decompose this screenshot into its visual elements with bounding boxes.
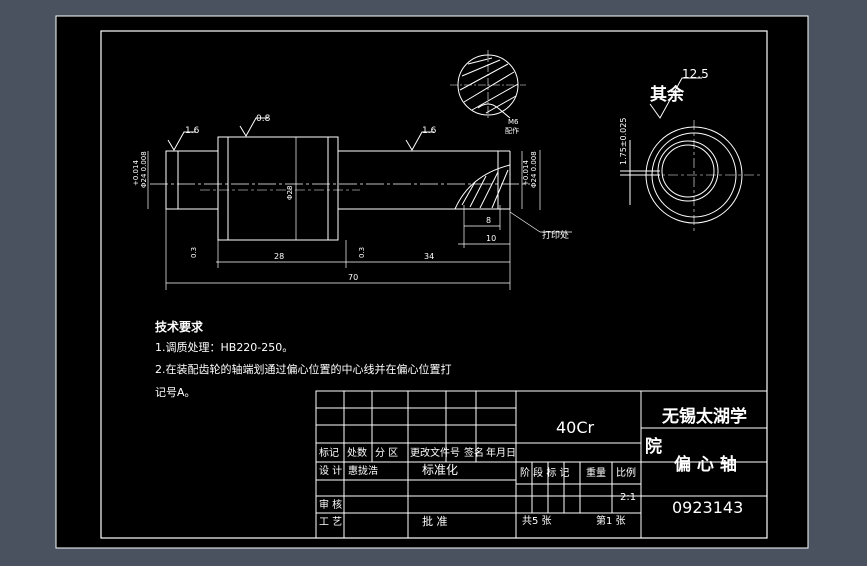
sheet-outer-border (55, 15, 809, 549)
scale-label: 比例 (616, 466, 636, 479)
dia-left-tol-a: +0.014 (132, 160, 140, 186)
dimension-lines (147, 137, 572, 290)
dim-10: 10 (486, 234, 496, 243)
roughness-2: 0.8 (256, 114, 271, 124)
dim-28: 28 (274, 252, 284, 261)
design-label: 设 计 (319, 464, 342, 477)
tech-req-title: 技术要求 (155, 319, 204, 334)
hit-seal-label: 打印处 (542, 229, 569, 241)
check-label: 审 核 (319, 498, 342, 511)
designer-name: 惠拢浩 (348, 464, 378, 477)
header-mark: 标记 (319, 447, 339, 459)
shaft-front-view (150, 136, 530, 241)
other-roughness-value: 12.5 (682, 67, 709, 81)
roughness-symbols (167, 77, 702, 151)
school-line-1: 无锡太湖学 (661, 406, 747, 427)
part-name: 偏 心 轴 (674, 454, 737, 475)
header-zone: 分 区 (375, 447, 398, 459)
stage-label: 阶 段 标 记 (520, 466, 570, 479)
sheet-number: 第1 张 (596, 514, 626, 527)
drawing-number: 0923143 (672, 498, 743, 517)
dia-right-tol-a: +0.014 (522, 160, 530, 186)
dim-8: 8 (486, 216, 491, 225)
header-count: 处数 (347, 446, 367, 459)
roughness-3: 1.6 (422, 126, 437, 136)
standard-label: 标准化 (422, 463, 458, 477)
weight-label: 重量 (586, 466, 606, 479)
title-block-grid (315, 390, 768, 539)
tech-req-line-3: 记号A。 (155, 386, 196, 399)
chamfer-left: 0.3 (190, 247, 198, 258)
tech-req-line-1: 1.调质处理：HB220-250。 (155, 341, 293, 354)
other-roughness-label: 其余 (650, 84, 685, 105)
chamfer-right: 0.3 (358, 247, 366, 258)
school-line-2: 院 (645, 436, 662, 457)
header-date: 年月日 (486, 446, 516, 459)
material: 40Cr (556, 418, 595, 437)
header-signature: 签名 (464, 446, 484, 459)
tech-req-line-2: 2.在装配齿轮的轴端划通过偏心位置的中心线并在偏心位置打 (155, 362, 452, 376)
process-label: 工 艺 (319, 516, 342, 528)
dia-center: Φ28 (286, 186, 294, 200)
dim-34: 34 (424, 252, 434, 261)
end-view (620, 120, 760, 232)
dia-left-tol-b: Φ24 0.008 (140, 151, 148, 188)
sheets-total: 共5 张 (522, 515, 552, 527)
roughness-1: 1.6 (185, 126, 200, 136)
header-change-doc: 更改文件号 (410, 446, 460, 459)
section-view (450, 50, 526, 120)
dia-right-tol-b: Φ24 0.008 (530, 151, 538, 188)
section-note-1: M6 (508, 118, 519, 126)
dim-70: 70 (348, 273, 358, 282)
scale-value: 2:1 (620, 492, 636, 503)
eccentric-dimension: 1.75±0.025 (619, 118, 628, 165)
section-note-2: 配作 (505, 126, 519, 135)
approve-label: 批 准 (422, 514, 448, 528)
